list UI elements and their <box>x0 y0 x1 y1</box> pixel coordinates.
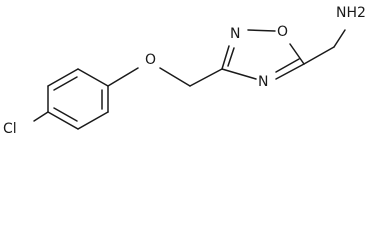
bond-n4-c3 <box>221 68 257 80</box>
atom-label-cl: Cl <box>3 121 17 137</box>
bond-c-cl <box>33 111 49 122</box>
atom-label-n4: N <box>258 74 268 90</box>
bond <box>77 111 109 130</box>
atom-label-nh2: NH2 <box>336 5 366 21</box>
atom-label-o-ether: O <box>145 52 156 68</box>
double-bond-inner <box>53 76 78 91</box>
bond-o-ch2 <box>159 67 191 87</box>
structure-diagram: Cl O N O N NH2 <box>3 5 366 137</box>
bond-n2-o1 <box>247 29 276 32</box>
bond-c3-n2 <box>221 45 230 70</box>
bond-o1-c5 <box>289 43 305 65</box>
bond-c5-ch2 <box>303 46 335 65</box>
bond <box>47 111 79 130</box>
double-bond-c5-n4 <box>275 58 300 73</box>
bond-c-o <box>107 67 139 87</box>
double-bond-c3-n2 <box>227 47 235 67</box>
bond-ch2-n <box>333 29 346 48</box>
atom-label-n2: N <box>230 26 240 42</box>
bond-c5-n4 <box>275 63 305 80</box>
bond <box>47 68 79 87</box>
atom-label-o1: O <box>277 24 288 40</box>
benzene-ring <box>47 68 109 130</box>
bond-ch2-c3 <box>189 68 223 87</box>
double-bond-inner <box>53 107 78 122</box>
bond <box>77 68 109 87</box>
oxadiazole-ring <box>221 29 305 80</box>
